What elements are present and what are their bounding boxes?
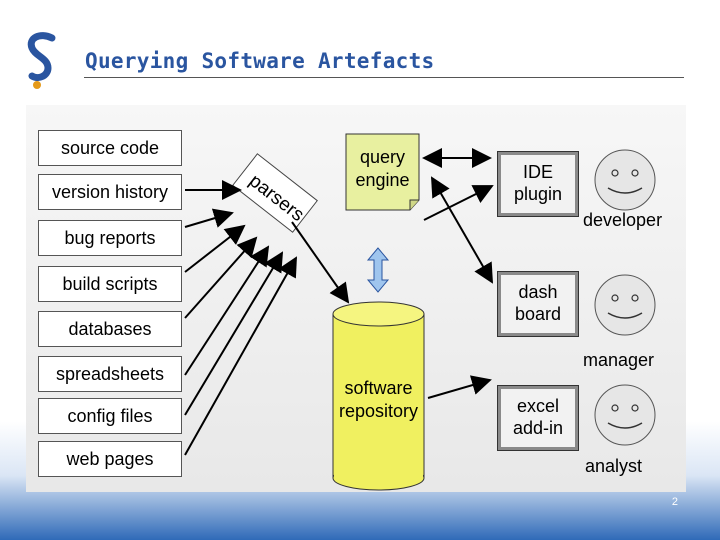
- query-engine-label: query engine: [355, 147, 410, 190]
- ide-plugin-label: IDE plugin: [513, 162, 563, 204]
- bug-reports-box: bug reports: [38, 220, 182, 256]
- arrow-web: [184, 256, 297, 456]
- page-number: 2: [671, 496, 678, 508]
- developer-face-icon: [594, 149, 656, 211]
- repository-cylinder: [332, 301, 425, 491]
- ide-plugin-box: IDE plugin: [497, 151, 579, 217]
- repository-label: software repository: [338, 378, 419, 421]
- arrow-spread: [184, 245, 270, 376]
- version-history-box: version history: [38, 174, 182, 210]
- manager-label: manager: [583, 350, 655, 370]
- excel-addin-label: excel add-in: [512, 396, 564, 438]
- analyst-face-icon: [594, 384, 656, 446]
- excel-addin-box: excel add-in: [497, 385, 579, 451]
- dashboard-label: dash board: [514, 282, 562, 324]
- logo-icon: [27, 32, 56, 89]
- arrow-bugs: [184, 208, 234, 228]
- arrow-parsers-repo: [291, 221, 350, 304]
- parsers-box: [232, 153, 318, 233]
- analyst-label: analyst: [585, 456, 643, 476]
- source-code-box: source code: [38, 130, 182, 166]
- arrow-repo-ide: [423, 185, 494, 221]
- arrow-build: [184, 224, 246, 273]
- title-divider: [84, 77, 684, 78]
- build-scripts-box: build scripts: [38, 266, 182, 302]
- developer-label: developer: [583, 210, 663, 230]
- config-files-box: config files: [38, 398, 182, 434]
- web-pages-box: web pages: [38, 441, 182, 477]
- arrow-db: [184, 236, 258, 319]
- manager-face-icon: [594, 274, 656, 336]
- arrow-engine-dash: [431, 176, 493, 284]
- dashboard-box: dash board: [497, 271, 579, 337]
- query-engine-box: [345, 133, 420, 211]
- arrow-repo-excel: [427, 375, 492, 399]
- engine-repo-arrow: [366, 247, 390, 293]
- spreadsheets-box: spreadsheets: [38, 356, 182, 392]
- page-title: Querying Software Artefacts: [85, 49, 435, 73]
- databases-box: databases: [38, 311, 182, 347]
- arrow-config: [184, 251, 284, 416]
